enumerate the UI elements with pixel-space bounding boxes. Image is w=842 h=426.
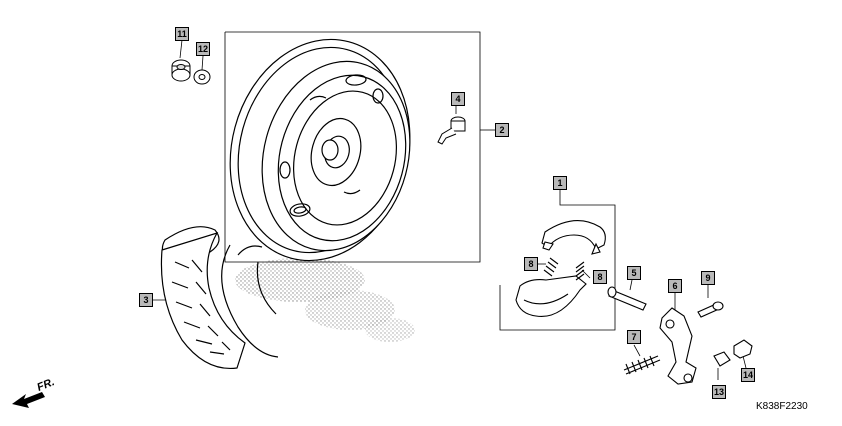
wheel-drawing: [229, 38, 411, 262]
leader-lines: [153, 31, 747, 380]
nut-washer-drawing: [171, 59, 211, 85]
valve-drawing: [437, 116, 466, 145]
callout-3: 3: [139, 293, 153, 307]
brake-shoes-drawing: [515, 220, 606, 318]
callout-12: 12: [196, 42, 210, 56]
callout-8a: 8: [524, 257, 538, 271]
callout-11: 11: [175, 27, 189, 41]
callout-9: 9: [701, 271, 715, 285]
callout-6: 6: [668, 279, 682, 293]
fr-arrow-icon: [12, 392, 45, 408]
callout-4: 4: [451, 92, 465, 106]
callout-14: 14: [741, 368, 755, 382]
callout-13: 13: [712, 385, 726, 399]
callout-1: 1: [553, 176, 567, 190]
callout-5: 5: [627, 266, 641, 280]
callout-2: 2: [495, 123, 509, 137]
reference-code: K838F2230: [756, 401, 808, 412]
brake-arm-drawing: [607, 286, 753, 385]
callout-7: 7: [627, 330, 641, 344]
shading: [235, 258, 415, 342]
tire-drawing: [160, 226, 279, 370]
callout-8b: 8: [593, 270, 607, 284]
